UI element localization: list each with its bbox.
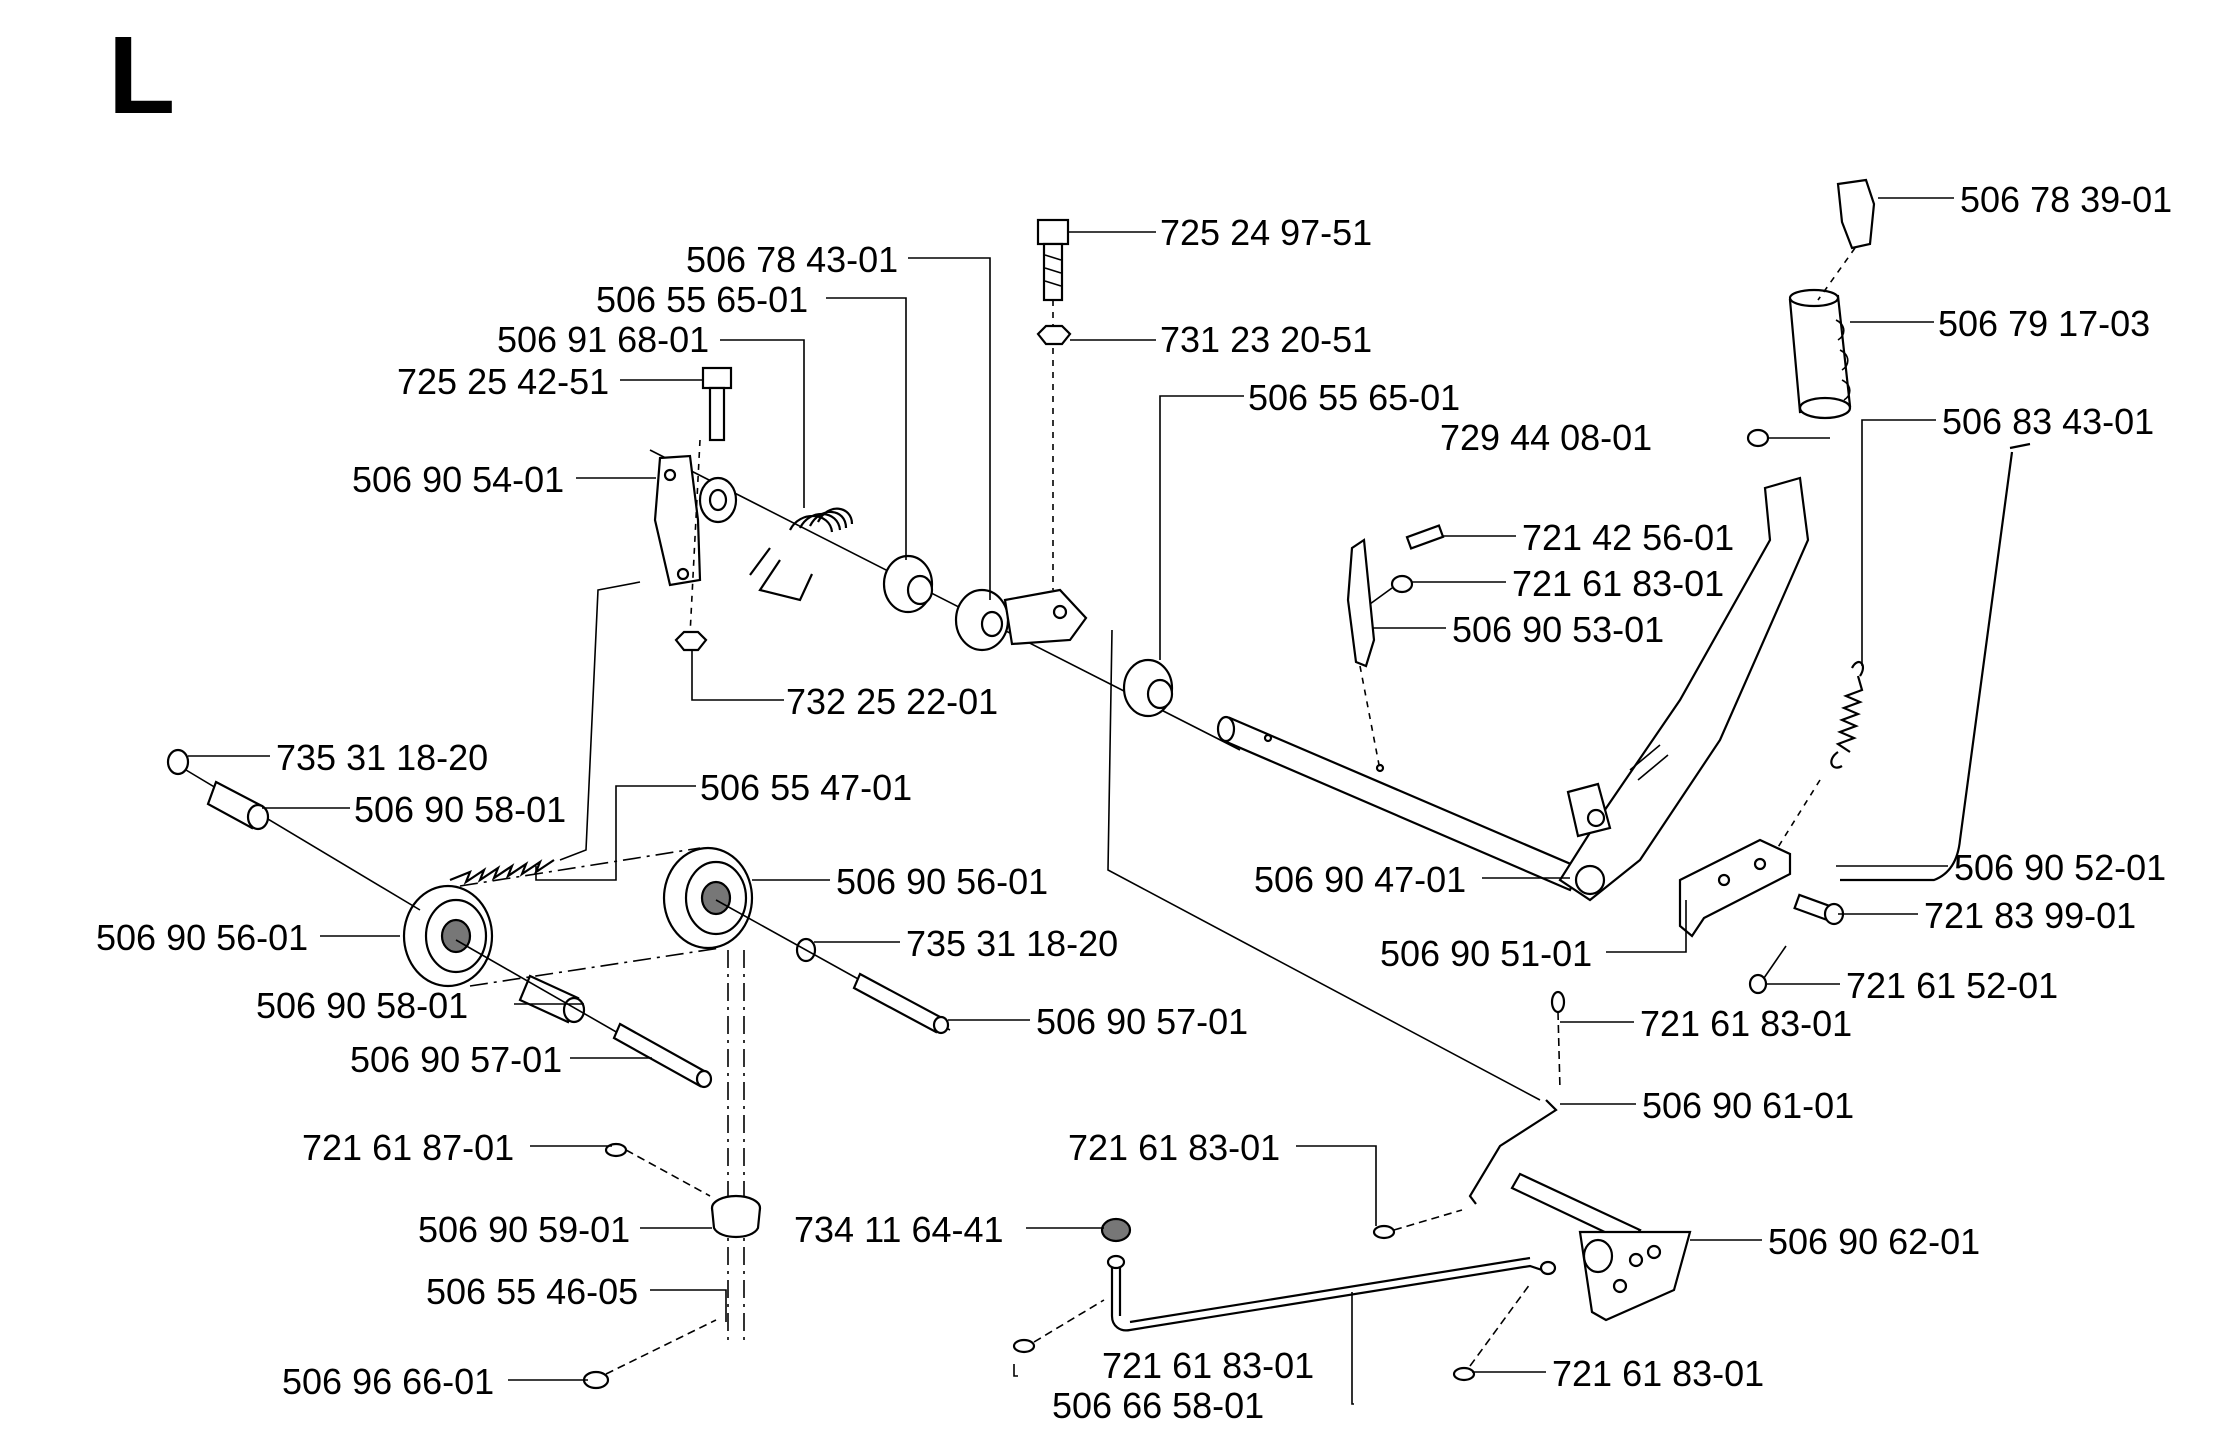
clip-icon bbox=[582, 1319, 717, 1390]
spacer-icon bbox=[206, 780, 270, 831]
clip-icon bbox=[604, 1142, 711, 1197]
plate-icon bbox=[1346, 538, 1376, 668]
part-label: 506 90 54-01 bbox=[352, 459, 564, 500]
part-label: 506 90 59-01 bbox=[418, 1209, 630, 1250]
part-label: 506 55 65-01 bbox=[596, 279, 808, 320]
part-label: 731 23 20-51 bbox=[1160, 319, 1372, 360]
part-label: 506 78 39-01 bbox=[1960, 179, 2172, 220]
lever-arm-icon bbox=[1558, 476, 1810, 902]
nut-icon bbox=[1036, 324, 1072, 346]
bolt-icon bbox=[1793, 893, 1845, 926]
bushing-icon bbox=[710, 1194, 762, 1239]
spring-icon bbox=[749, 507, 854, 602]
part-label: 732 25 22-01 bbox=[786, 681, 998, 722]
part-label: 721 61 83-01 bbox=[1640, 1003, 1852, 1044]
link-rod-icon bbox=[1107, 629, 1541, 1101]
part-label: 506 66 58-01 bbox=[1052, 1385, 1264, 1426]
part-label: 506 90 57-01 bbox=[350, 1039, 562, 1080]
part-label: 734 11 64-41 bbox=[794, 1209, 1004, 1250]
bolt-icon bbox=[701, 366, 733, 442]
leader-lines bbox=[188, 197, 1954, 1405]
part-label: 506 79 17-03 bbox=[1938, 303, 2150, 344]
spring-icon bbox=[449, 859, 555, 885]
part-label: 506 83 43-01 bbox=[1942, 401, 2154, 442]
pulley-left-icon bbox=[402, 884, 494, 988]
part-label: 721 83 99-01 bbox=[1924, 895, 2136, 936]
part-label: 735 31 18-20 bbox=[906, 923, 1118, 964]
clip-icon bbox=[1012, 1299, 1105, 1354]
part-label: 725 24 97-51 bbox=[1160, 212, 1372, 253]
part-label: 721 61 83-01 bbox=[1068, 1127, 1280, 1168]
clip-icon bbox=[1452, 1283, 1531, 1382]
washer-icon bbox=[1100, 1217, 1132, 1243]
part-label: 506 90 51-01 bbox=[1380, 933, 1592, 974]
part-labels: 725 24 97-51 731 23 20-51 506 78 43-01 5… bbox=[96, 179, 2172, 1426]
pedal-bracket-icon bbox=[1468, 1099, 1692, 1322]
clip-icon bbox=[1369, 574, 1414, 605]
pin-icon bbox=[612, 1022, 713, 1089]
link-plate-icon bbox=[1678, 838, 1792, 938]
part-label: 506 90 58-01 bbox=[354, 789, 566, 830]
part-label: 506 90 52-01 bbox=[1954, 847, 2166, 888]
spring-icon bbox=[1830, 661, 1865, 769]
washer-icon bbox=[166, 748, 190, 776]
part-label: 721 61 52-01 bbox=[1846, 965, 2058, 1006]
pulley-right-icon bbox=[662, 846, 754, 950]
part-label: 735 31 18-20 bbox=[276, 737, 488, 778]
bushing-icon bbox=[882, 554, 934, 614]
part-label: 506 78 43-01 bbox=[686, 239, 898, 280]
part-label: 506 90 61-01 bbox=[1642, 1085, 1854, 1126]
spacer-icon bbox=[518, 974, 586, 1024]
collar-icon bbox=[954, 588, 1088, 652]
part-label: 506 90 47-01 bbox=[1254, 859, 1466, 900]
part-label: 721 61 83-01 bbox=[1102, 1345, 1314, 1386]
part-label: 506 55 46-05 bbox=[426, 1271, 638, 1312]
bushing-icon bbox=[1122, 658, 1174, 718]
rod-icon bbox=[1840, 442, 2031, 882]
part-label: 721 61 87-01 bbox=[302, 1127, 514, 1168]
part-label: 729 44 08-01 bbox=[1440, 417, 1652, 458]
section-letter: L bbox=[108, 14, 175, 137]
pin-icon bbox=[852, 972, 950, 1035]
part-label: 506 90 56-01 bbox=[836, 861, 1048, 902]
part-label: 506 90 62-01 bbox=[1768, 1221, 1980, 1262]
part-label: 721 42 56-01 bbox=[1522, 517, 1734, 558]
part-label: 721 61 83-01 bbox=[1512, 563, 1724, 604]
part-label: 506 90 56-01 bbox=[96, 917, 308, 958]
handle-grip-icon bbox=[1788, 288, 1852, 420]
part-label: 506 90 58-01 bbox=[256, 985, 468, 1026]
shaft-icon bbox=[1216, 715, 1582, 892]
part-label: 506 96 66-01 bbox=[282, 1361, 494, 1402]
part-label: 725 25 42-51 bbox=[397, 361, 609, 402]
clip-icon bbox=[1550, 990, 1566, 1091]
part-label: 506 55 65-01 bbox=[1248, 377, 1460, 418]
part-label: 506 55 47-01 bbox=[700, 767, 912, 808]
nut-icon bbox=[674, 630, 708, 652]
part-label: 506 90 53-01 bbox=[1452, 609, 1664, 650]
part-label: 506 90 57-01 bbox=[1036, 1001, 1248, 1042]
clip-icon bbox=[1748, 945, 1787, 995]
bolt-icon bbox=[1036, 218, 1070, 302]
pin-icon bbox=[1405, 524, 1445, 550]
bracket-icon bbox=[653, 454, 738, 587]
clip-icon bbox=[1372, 1209, 1463, 1240]
knob-icon bbox=[1836, 178, 1876, 250]
rod-icon bbox=[1106, 1254, 1557, 1332]
part-label: 506 91 68-01 bbox=[497, 319, 709, 360]
screw-icon bbox=[1746, 428, 1770, 448]
part-label: 721 61 83-01 bbox=[1552, 1353, 1764, 1394]
parts-drawing bbox=[166, 178, 2031, 1390]
